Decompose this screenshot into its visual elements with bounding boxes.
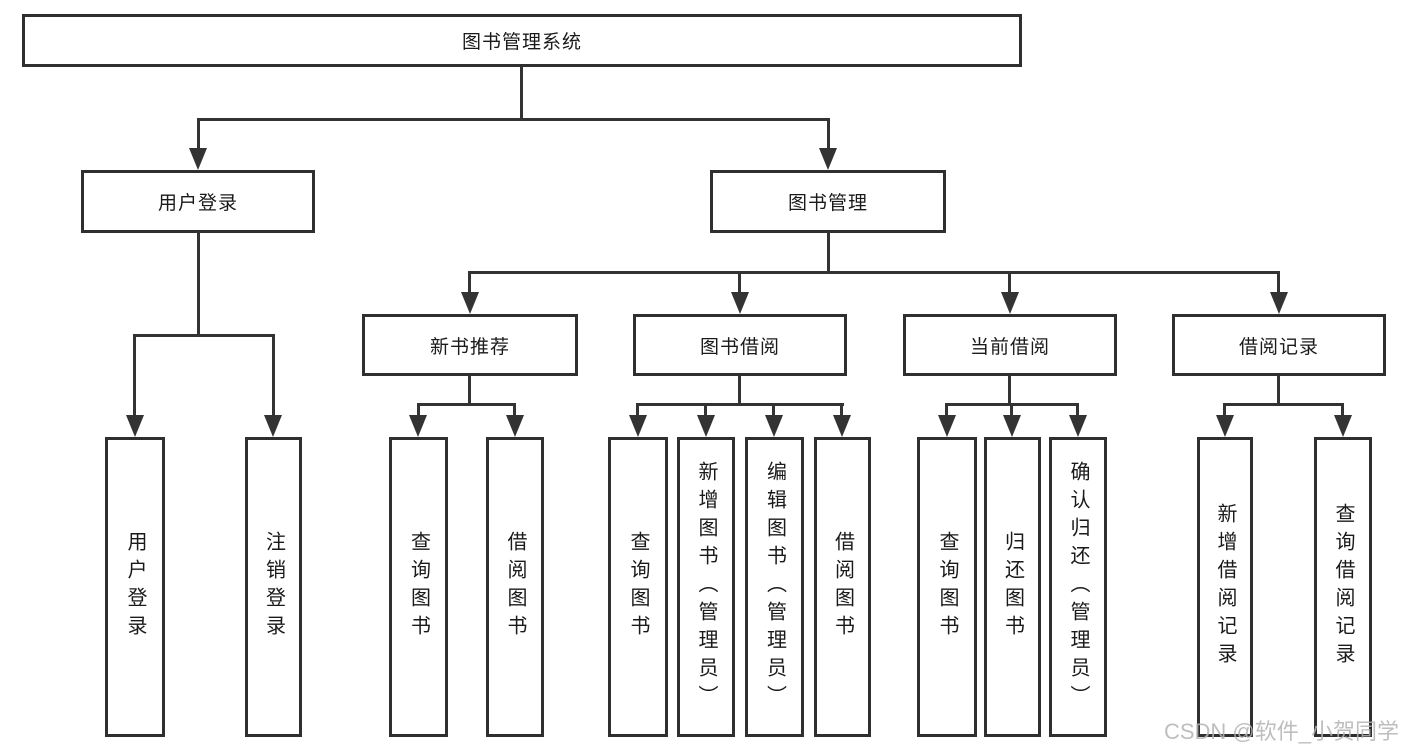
leaf-label: 注销登录: [262, 531, 285, 643]
csdn-watermark: CSDN @软件_小贺同学: [1163, 719, 1399, 744]
arrowhead: [461, 292, 479, 314]
arrowhead: [819, 148, 837, 170]
connector-drop-new-book-rec: [468, 271, 471, 292]
leaf-query-borrow-record: 查询借阅记录: [1314, 437, 1372, 737]
connector-drop-leaf: [1341, 403, 1344, 415]
node-current-borrow-label: 当前借阅: [969, 336, 1050, 358]
leaf-add-borrow-record: 新增借阅记录: [1197, 437, 1253, 737]
leaf-label: 确认归还（管理员）: [1067, 461, 1089, 713]
leaf-confirm-return-admin: 确认归还（管理员）: [1049, 437, 1107, 737]
leaf-label: 查询图书: [627, 531, 649, 643]
arrowhead: [833, 415, 851, 437]
leaf-label: 查询借阅记录: [1332, 503, 1354, 671]
node-new-book-rec-label: 新书推荐: [429, 336, 510, 358]
node-book-mgmt-label: 图书管理: [787, 193, 868, 214]
arrowhead: [1069, 415, 1087, 437]
leaf-query-books-rec: 查询图书: [389, 437, 448, 737]
arrowhead: [409, 415, 427, 437]
connector-drop-leaf: [1076, 403, 1079, 415]
node-new-book-rec: 新书推荐: [362, 314, 578, 376]
arrowhead: [126, 415, 144, 437]
node-current-borrow: 当前借阅: [903, 314, 1117, 376]
arrowhead: [1270, 292, 1288, 314]
node-root-system: 图书管理系统: [22, 14, 1022, 67]
connector-root-stem: [520, 67, 523, 120]
connector-book-mgmt-branch: [468, 271, 1280, 274]
connector-user-login-branch: [134, 334, 275, 337]
connector-current-borrow-stem: [1008, 375, 1011, 404]
leaf-logout: 注销登录: [245, 437, 302, 737]
arrowhead: [765, 415, 783, 437]
node-book-borrow: 图书借阅: [633, 314, 847, 376]
node-book-mgmt: 图书管理: [710, 170, 946, 233]
connector-root-branch: [197, 118, 830, 121]
leaf-label: 查询图书: [936, 531, 958, 643]
connector-drop-leaf: [945, 403, 948, 415]
leaf-user-login: 用户登录: [105, 437, 165, 737]
connector-drop-user-login: [197, 118, 200, 149]
connector-user-login-stem: [197, 232, 200, 336]
arrowhead: [264, 415, 282, 437]
connector-drop-leaf: [417, 403, 420, 415]
connector-drop-leaf: [772, 403, 775, 415]
arrowhead: [697, 415, 715, 437]
connector-drop-leaf: [636, 403, 639, 415]
leaf-label: 新增借阅记录: [1214, 503, 1236, 671]
leaf-label: 查询图书: [407, 531, 430, 643]
connector-book-mgmt-stem: [827, 232, 830, 273]
connector-drop-book-mgmt: [827, 118, 830, 149]
leaf-label: 归还图书: [1001, 531, 1024, 643]
node-borrow-records-label: 借阅记录: [1238, 336, 1319, 358]
arrowhead: [506, 415, 524, 437]
leaf-edit-book-admin: 编辑图书（管理员）: [745, 437, 804, 737]
leaf-query-books-current: 查询图书: [917, 437, 977, 737]
leaf-label: 编辑图书（管理员）: [763, 461, 786, 713]
connector-new-book-rec-branch: [417, 403, 516, 406]
connector-drop-current-borrow: [1008, 271, 1011, 292]
node-user-login-label: 用户登录: [157, 193, 238, 214]
node-user-login: 用户登录: [81, 170, 315, 233]
connector-drop-leaf: [704, 403, 707, 415]
leaf-label: 用户登录: [124, 531, 146, 643]
node-borrow-records: 借阅记录: [1172, 314, 1386, 376]
leaf-add-book-admin: 新增图书（管理员）: [677, 437, 735, 737]
connector-drop-leaf: [1223, 403, 1226, 415]
arrowhead: [1334, 415, 1352, 437]
connector-book-borrow-branch: [636, 403, 844, 406]
connector-borrow-records-stem: [1277, 375, 1280, 404]
arrowhead: [938, 415, 956, 437]
connector-drop-leaf: [272, 334, 275, 415]
leaf-return-books: 归还图书: [984, 437, 1041, 737]
connector-book-borrow-stem: [738, 375, 741, 404]
node-root-label: 图书管理系统: [461, 32, 582, 53]
arrowhead: [1216, 415, 1234, 437]
connector-borrow-records-branch: [1223, 403, 1344, 406]
leaf-label: 借阅图书: [831, 531, 854, 643]
arrowhead: [1003, 415, 1021, 437]
leaf-borrow-books: 借阅图书: [814, 437, 871, 737]
leaf-label: 借阅图书: [504, 531, 526, 643]
connector-drop-leaf: [1010, 403, 1013, 415]
arrowhead: [629, 415, 647, 437]
leaf-label: 新增图书（管理员）: [695, 461, 717, 713]
arrowhead: [1001, 292, 1019, 314]
arrowhead: [731, 292, 749, 314]
connector-drop-leaf: [840, 403, 843, 415]
connector-drop-leaf: [133, 334, 136, 415]
connector-drop-book-borrow: [738, 271, 741, 292]
node-book-borrow-label: 图书借阅: [699, 336, 780, 358]
connector-new-book-rec-stem: [468, 375, 471, 404]
connector-drop-borrow-records: [1277, 271, 1280, 292]
arrowhead: [189, 148, 207, 170]
leaf-borrow-books-rec: 借阅图书: [486, 437, 544, 737]
connector-drop-leaf: [513, 403, 516, 415]
leaf-query-books-borrow: 查询图书: [608, 437, 668, 737]
